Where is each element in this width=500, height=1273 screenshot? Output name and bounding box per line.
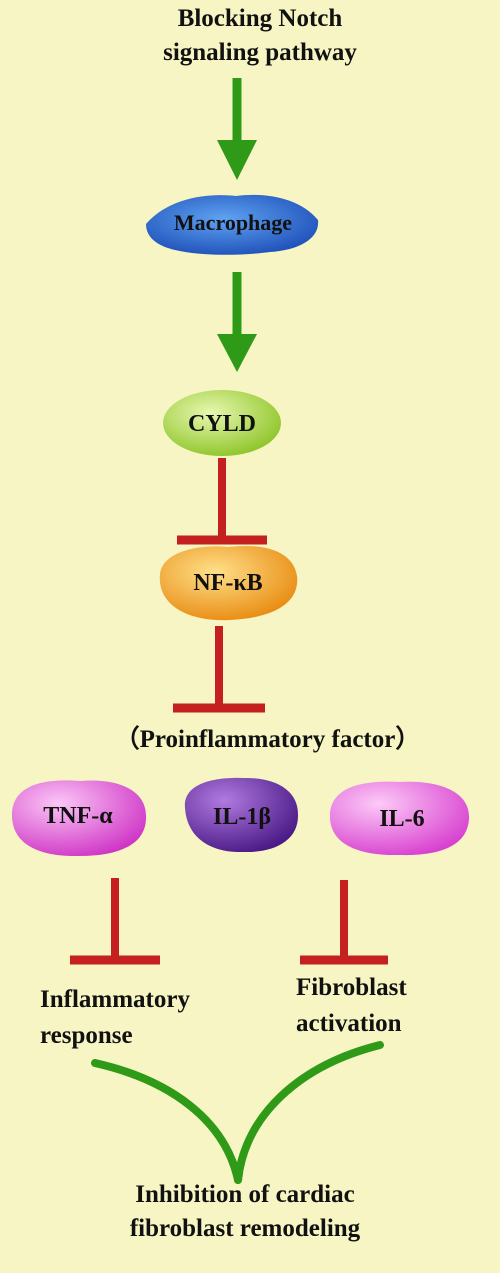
inhibition-bar-4: [300, 880, 388, 965]
inflammatory-response-line-2: response: [40, 1022, 133, 1049]
fibroblast-activation-label: Fibroblast activation: [296, 970, 466, 1042]
il-6-node: IL-6: [329, 781, 470, 856]
blocking-notch-label: Blocking Notch signaling pathway: [110, 2, 410, 70]
fibroblast-activation-line-2: activation: [296, 1010, 402, 1037]
activation-arrow-1: [217, 78, 257, 180]
nfkb-node: NF-κB: [159, 545, 298, 621]
blocking-notch-line-2: signaling pathway: [163, 39, 357, 66]
cyld-label: CYLD: [188, 411, 256, 437]
macrophage-label: Macrophage: [174, 210, 292, 235]
inflammatory-response-label: Inflammatory response: [40, 982, 250, 1054]
blocking-notch-line-1: Blocking Notch: [177, 5, 343, 32]
activation-arrow-2: [217, 272, 257, 372]
inhibition-remodeling-label: Inhibition of cardiac fibroblast remodel…: [80, 1178, 410, 1246]
inhibition-bar-1: [177, 458, 267, 545]
inhibition-bar-2: [173, 626, 265, 713]
inhibition-remodeling-line-2: fibroblast remodeling: [129, 1215, 361, 1242]
inflammatory-response-line-1: Inflammatory: [40, 986, 190, 1013]
fibroblast-activation-line-1: Fibroblast: [296, 974, 407, 1001]
il-6-label: IL-6: [379, 806, 424, 832]
inhibition-remodeling-line-1: Inhibition of cardiac: [135, 1181, 355, 1208]
nfkb-label: NF-κB: [193, 570, 262, 596]
converging-arrow: [91, 1041, 384, 1184]
tnf-alpha-node: TNF-α: [12, 780, 147, 857]
inhibition-bar-3: [70, 878, 160, 965]
proinflammatory-factor-label: （Proinflammatory factor）: [114, 726, 421, 753]
macrophage-node: Macrophage: [146, 194, 319, 255]
il-1beta-node: IL-1β: [184, 777, 299, 853]
tnf-alpha-label: TNF-α: [43, 803, 113, 829]
il-1beta-label: IL-1β: [213, 804, 271, 830]
cyld-node: CYLD: [163, 390, 281, 456]
